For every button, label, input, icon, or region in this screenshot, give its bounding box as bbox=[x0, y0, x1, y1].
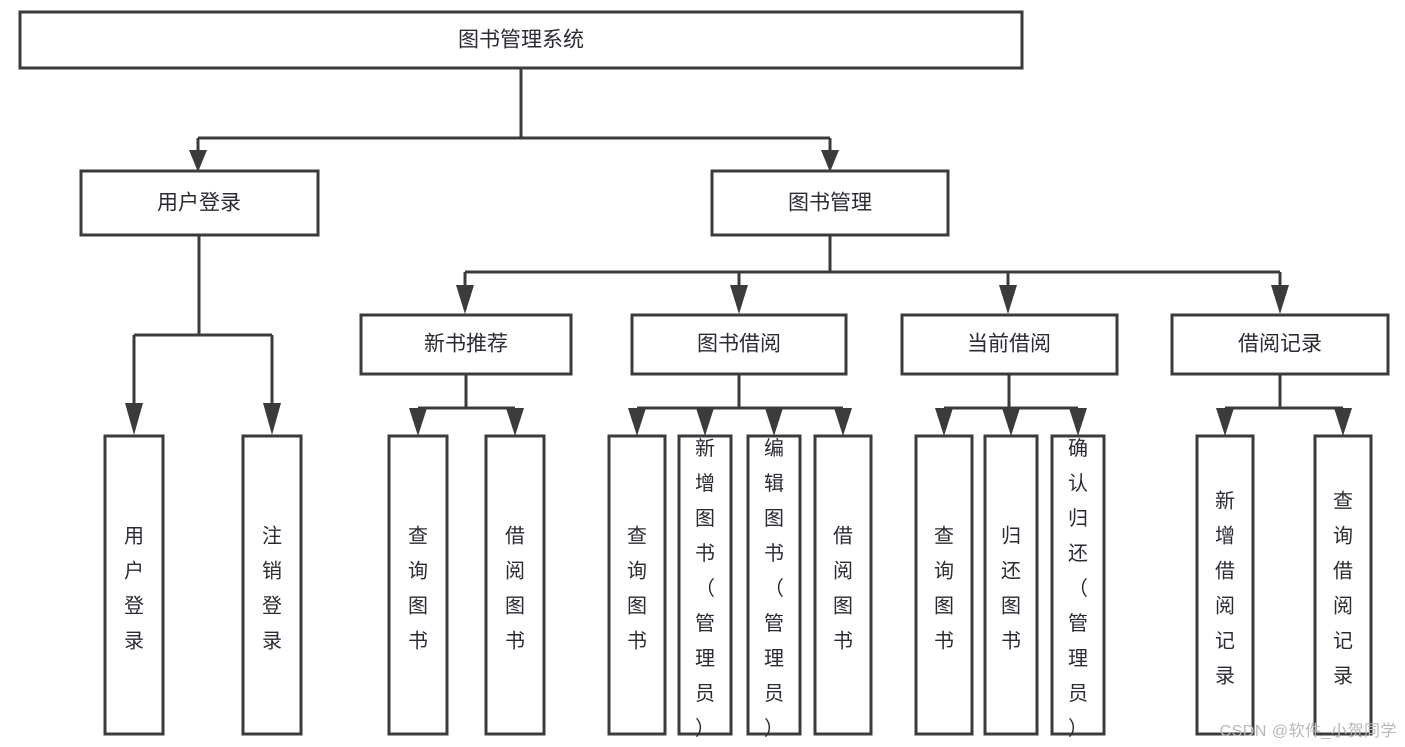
node-new-book-rec-box[interactable] bbox=[359, 313, 573, 376]
node-leaf-add-book-label: 新增图书（管理员） bbox=[695, 437, 715, 740]
node-book-borrow-box[interactable] bbox=[630, 313, 848, 376]
arrow-head-book-manage bbox=[821, 150, 839, 172]
node-leaf-confirm-return-label: 确认归还（管理员） bbox=[1068, 437, 1088, 740]
node-borrow-record[interactable]: 借阅记录 bbox=[1170, 313, 1390, 376]
node-leaf-edit-book[interactable]: 编辑图书（管理员） bbox=[746, 434, 802, 740]
arrow-head-leaf-query-record bbox=[1334, 408, 1352, 436]
arrow-head-user-login bbox=[189, 150, 207, 172]
connector-layer bbox=[125, 68, 1352, 436]
node-leaf-borrow-book-2[interactable]: 借阅图书 bbox=[813, 434, 873, 736]
node-leaf-return-book-label: 归还图书 bbox=[1001, 524, 1021, 652]
node-leaf-query-book-3[interactable]: 查询图书 bbox=[914, 434, 974, 736]
node-leaf-user-login[interactable]: 用户登录 bbox=[103, 434, 165, 736]
node-leaf-borrow-book-2-label: 借阅图书 bbox=[833, 524, 853, 652]
node-leaf-confirm-return[interactable]: 确认归还（管理员） bbox=[1050, 434, 1106, 740]
arrow-head-leaf-user-login bbox=[125, 403, 143, 435]
node-leaf-borrow-book-1-box[interactable] bbox=[484, 434, 546, 736]
node-leaf-return-book[interactable]: 归还图书 bbox=[983, 434, 1039, 736]
node-leaf-return-book-box[interactable] bbox=[983, 434, 1039, 736]
node-book-borrow[interactable]: 图书借阅 bbox=[630, 313, 848, 376]
node-book-manage[interactable]: 图书管理 bbox=[710, 169, 950, 237]
arrow-head-new-book-rec bbox=[456, 285, 474, 314]
node-leaf-confirm-return-box[interactable] bbox=[1050, 434, 1106, 736]
node-root-box[interactable] bbox=[18, 10, 1024, 70]
node-leaf-add-record[interactable]: 新增借阅记录 bbox=[1195, 434, 1255, 736]
node-leaf-query-record-box[interactable] bbox=[1313, 434, 1373, 736]
csdn-watermark: CSDN @软件_小贺同学 bbox=[1219, 723, 1397, 740]
node-leaf-query-book-2-label: 查询图书 bbox=[627, 524, 647, 652]
node-leaf-query-record[interactable]: 查询借阅记录 bbox=[1313, 434, 1373, 736]
node-leaf-query-book-2[interactable]: 查询图书 bbox=[607, 434, 667, 736]
arrow-head-leaf-query-book-2 bbox=[628, 408, 646, 436]
arrow-head-leaf-return-book bbox=[1002, 408, 1020, 436]
node-borrow-record-box[interactable] bbox=[1170, 313, 1390, 376]
node-leaf-query-book-1-box[interactable] bbox=[387, 434, 449, 736]
node-leaf-add-book-box[interactable] bbox=[677, 434, 733, 736]
node-leaf-add-book[interactable]: 新增图书（管理员） bbox=[677, 434, 733, 740]
arrow-head-leaf-borrow-book-1 bbox=[506, 408, 524, 436]
node-book-borrow-label: 图书借阅 bbox=[697, 333, 781, 356]
arrow-head-leaf-edit-book bbox=[765, 408, 783, 436]
node-leaf-borrow-book-1[interactable]: 借阅图书 bbox=[484, 434, 546, 736]
arrow-head-leaf-confirm-return bbox=[1069, 408, 1087, 436]
node-leaf-logout[interactable]: 注销登录 bbox=[241, 434, 303, 736]
node-leaf-logout-label: 注销登录 bbox=[262, 524, 282, 652]
node-borrow-record-label: 借阅记录 bbox=[1238, 333, 1322, 356]
node-leaf-borrow-book-2-box[interactable] bbox=[813, 434, 873, 736]
node-book-manage-box[interactable] bbox=[710, 169, 950, 237]
node-leaf-user-login-label: 用户登录 bbox=[124, 525, 144, 652]
arrow-head-leaf-query-book-1 bbox=[409, 408, 427, 436]
node-new-book-rec[interactable]: 新书推荐 bbox=[359, 313, 573, 376]
arrow-head-borrow-record bbox=[1271, 285, 1289, 314]
node-leaf-query-book-3-label: 查询图书 bbox=[934, 524, 954, 652]
arrow-head-leaf-logout bbox=[263, 403, 281, 435]
node-leaf-query-book-1[interactable]: 查询图书 bbox=[387, 434, 449, 736]
node-leaf-add-record-label: 新增借阅记录 bbox=[1215, 489, 1235, 687]
node-leaf-query-book-1-label: 查询图书 bbox=[408, 524, 428, 652]
arrow-head-leaf-query-book-3 bbox=[935, 408, 953, 436]
node-user-login-box[interactable] bbox=[79, 169, 320, 237]
node-leaf-add-record-box[interactable] bbox=[1195, 434, 1255, 736]
node-root-label: 图书管理系统 bbox=[458, 29, 584, 52]
node-new-book-rec-label: 新书推荐 bbox=[424, 333, 508, 356]
node-root[interactable]: 图书管理系统 bbox=[18, 10, 1024, 70]
node-leaf-edit-book-label: 编辑图书（管理员） bbox=[764, 437, 784, 740]
node-current-borrow-box[interactable] bbox=[900, 313, 1119, 376]
node-current-borrow[interactable]: 当前借阅 bbox=[900, 313, 1119, 376]
arrow-head-current-borrow bbox=[999, 285, 1017, 314]
node-leaf-borrow-book-1-label: 借阅图书 bbox=[505, 524, 525, 652]
arrow-head-book-borrow bbox=[730, 285, 748, 314]
node-leaf-query-book-2-box[interactable] bbox=[607, 434, 667, 736]
node-user-login-label: 用户登录 bbox=[157, 192, 241, 215]
node-user-login[interactable]: 用户登录 bbox=[79, 169, 320, 237]
node-leaf-query-book-3-box[interactable] bbox=[914, 434, 974, 736]
node-book-manage-label: 图书管理 bbox=[788, 192, 872, 215]
arrow-head-leaf-add-record bbox=[1216, 408, 1234, 436]
arrow-head-leaf-add-book bbox=[696, 408, 714, 436]
node-leaf-logout-box[interactable] bbox=[241, 434, 303, 736]
node-leaf-user-login-box[interactable] bbox=[103, 434, 165, 736]
node-leaf-edit-book-box[interactable] bbox=[746, 434, 802, 736]
arrow-head-leaf-borrow-book-2 bbox=[834, 408, 852, 436]
node-leaf-query-record-label: 查询借阅记录 bbox=[1333, 489, 1353, 687]
node-current-borrow-label: 当前借阅 bbox=[967, 333, 1051, 356]
